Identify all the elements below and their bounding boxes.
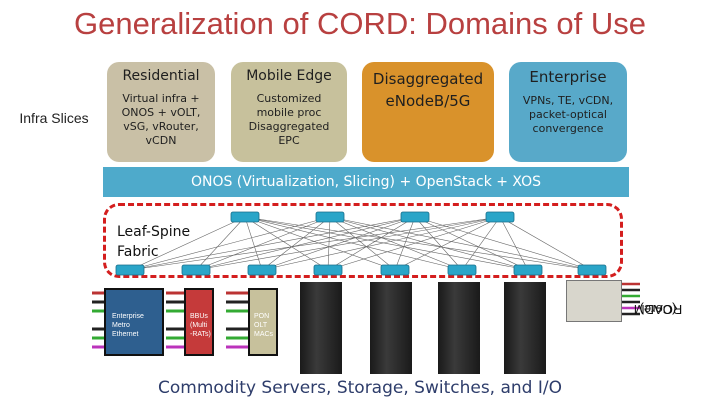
leaf-switch [447, 264, 477, 276]
fabric-link [261, 216, 501, 271]
slice-mobile-edge-line: Disaggregated [248, 120, 330, 133]
fabric-link [414, 216, 529, 271]
fabric-link [414, 216, 463, 271]
fabric-link [499, 216, 529, 271]
slice-mobile-edge: Mobile Edge Customized mobile proc Disag… [231, 62, 347, 162]
slice-enterprise-line: VPNs, TE, vCDN, [522, 94, 614, 107]
roadm-label-line: (Core) [639, 302, 677, 317]
slice-residential-line: Virtual infra + [122, 92, 200, 105]
roadm-chassis [566, 280, 622, 322]
pon-olt-unit: PON OLT MACs [248, 288, 278, 356]
slice-mobile-edge-heading: Mobile Edge [246, 68, 332, 84]
fabric-link [129, 216, 501, 271]
slice-enterprise-line: convergence [532, 122, 604, 135]
fabric-link [195, 216, 501, 271]
bbu-unit: BBUs (Multi -RATs) [184, 288, 214, 356]
fabric-link [327, 216, 331, 271]
fabric-link [129, 216, 331, 271]
fabric-link [244, 216, 593, 271]
fabric-label-line: Leaf-Spine [117, 224, 191, 240]
fabric-link [327, 216, 501, 271]
footer-caption: Commodity Servers, Storage, Switches, an… [157, 378, 562, 398]
fabric-link [195, 216, 246, 271]
slice-disaggregated-enodeb: Disaggregated eNodeB/5G [362, 62, 494, 162]
server-rack [504, 282, 546, 374]
leaf-switch [380, 264, 410, 276]
spine-switch [485, 211, 515, 223]
fabric-link [499, 216, 593, 271]
fabric-link [394, 216, 416, 271]
fabric-link [195, 216, 331, 271]
slice-residential-line: vCDN [145, 134, 177, 147]
slice-mobile-edge-line: mobile proc [256, 106, 322, 119]
leaf-switch [577, 264, 607, 276]
slice-residential-line: vSG, vRouter, [123, 120, 199, 133]
fabric-link [461, 216, 501, 271]
fabric-link [244, 216, 263, 271]
fabric-link [394, 216, 501, 271]
gear-label-line: OLT [254, 322, 268, 329]
onos-bar: ONOS (Virtualization, Slicing) + OpenSta… [103, 167, 629, 197]
infra-slices-label: Infra Slices [19, 110, 89, 126]
roadm-label: ROADM (Core) [634, 274, 688, 324]
spine-switch [315, 211, 345, 223]
fabric-label-line: Fabric [117, 244, 159, 260]
slice-mobile-edge-line: EPC [278, 134, 300, 147]
fabric-link [261, 216, 416, 271]
slice-residential: Residential Virtual infra + ONOS + vOLT,… [107, 62, 215, 162]
fabric-link [244, 216, 463, 271]
fabric-link [244, 216, 329, 271]
slice-residential-heading: Residential [122, 68, 200, 84]
enterprise-metro-ethernet-unit: Enterprise Metro Ethernet [104, 288, 164, 356]
fabric-link [129, 216, 246, 271]
spine-switch [230, 211, 260, 223]
slice-mobile-edge-line: Customized [256, 92, 322, 105]
fabric-link [329, 216, 593, 271]
fabric-link [329, 216, 396, 271]
gear-label-line: PON [254, 313, 270, 320]
fabric-link [414, 216, 593, 271]
slice-enterprise: Enterprise VPNs, TE, vCDN, packet-optica… [509, 62, 627, 162]
server-rack [370, 282, 412, 374]
slice-enterprise-heading: Enterprise [529, 68, 607, 86]
gear-label-line: BBUs [190, 313, 208, 320]
server-rack [438, 282, 480, 374]
fabric-link [244, 216, 396, 271]
gear-label-line: (Multi [190, 322, 208, 329]
slice-disaggregated-heading: Disaggregated [372, 70, 484, 88]
fabric-link [327, 216, 416, 271]
fabric-link [195, 216, 416, 271]
spine-switch [400, 211, 430, 223]
gear-label-line: -RATs) [190, 331, 211, 338]
gear-label-line: Ethernet [112, 331, 139, 338]
fabric-label: Leaf-Spine Fabric [117, 222, 190, 262]
fabric-link [129, 216, 416, 271]
page-title: Generalization of CORD: Domains of Use [73, 6, 646, 41]
server-rack [300, 282, 342, 374]
slice-enterprise-line: packet-optical [529, 108, 607, 121]
leaf-switch [513, 264, 543, 276]
leaf-switch [115, 264, 145, 276]
slice-enodeb-heading: eNodeB/5G [385, 92, 471, 110]
leaf-switch [313, 264, 343, 276]
slice-residential-line: ONOS + vOLT, [121, 106, 201, 119]
fabric-link [329, 216, 463, 271]
fabric-boundary [103, 203, 623, 278]
gear-label-line: MACs [254, 331, 274, 338]
gear-label-line: Enterprise [112, 313, 144, 320]
fabric-link [261, 216, 331, 271]
gear-label-line: Metro [112, 322, 130, 329]
leaf-switch [181, 264, 211, 276]
fabric-link [244, 216, 529, 271]
leaf-switch [247, 264, 277, 276]
fabric-link [329, 216, 529, 271]
